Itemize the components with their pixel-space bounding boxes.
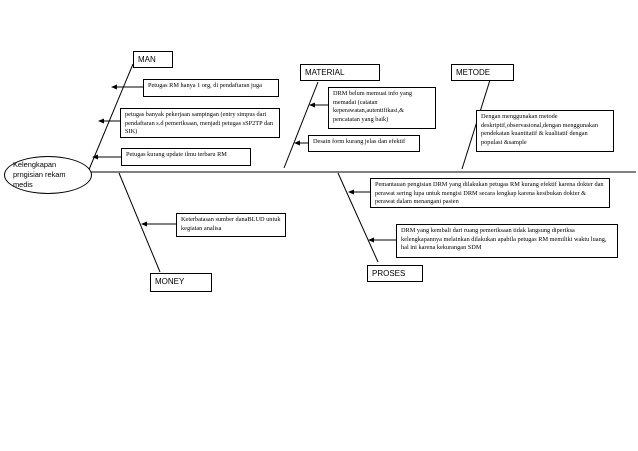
cause-proses-2-text: DRM yang kembali dari ruang pemeriksaan … (401, 227, 607, 252)
category-money-label: MONEY (155, 277, 185, 286)
arrowhead-man-1 (111, 84, 117, 90)
cause-money-1: Keterbatasan sumber danaBLUD untuk kegia… (176, 213, 286, 237)
arrowhead-material-1 (309, 102, 315, 108)
category-metode-label: METODE (456, 68, 491, 77)
effect-label: Kelengkapan prngisian rekam medis (13, 160, 66, 189)
arrowhead-man-3 (92, 154, 98, 160)
bone-material (283, 81, 319, 169)
category-material: MATERIAL (300, 64, 380, 81)
effect-ellipse: Kelengkapan prngisian rekam medis (4, 156, 92, 194)
cause-proses-1: Pemantauan pengisian DRM yang dilakukan … (370, 178, 610, 208)
cause-proses-1-text: Pemantauan pengisian DRM yang dilakukan … (375, 181, 604, 206)
category-metode: METODE (451, 64, 514, 81)
cause-proses-2: DRM yang kembali dari ruang pemeriksaan … (396, 224, 618, 258)
cause-man-1: Petugas RM hanya 1 org, di pendaftaran j… (143, 79, 279, 97)
arrowhead-man-2 (98, 118, 104, 124)
category-proses: PROSES (367, 265, 423, 282)
arrowhead-proses-1 (348, 189, 354, 195)
cause-metode-1-text: Dengan menggunakan metode deskriptif,obs… (481, 113, 598, 146)
cause-material-2-text: Desain form kurang jelas dan efektif (313, 138, 406, 145)
cause-man-1-text: Petugas RM hanya 1 org, di pendaftaran j… (148, 82, 262, 89)
cause-material-1-text: DRM belum memuat info yang memadai (cata… (333, 90, 413, 123)
cause-material-2: Desain form kurang jelas dan efektif (308, 135, 420, 152)
category-man: MAN (133, 51, 173, 68)
category-proses-label: PROSES (372, 269, 406, 278)
arrowhead-proses-2 (368, 237, 374, 243)
cause-man-2: petugas banyak pekerjaan sampingan (entr… (120, 108, 280, 138)
arrowhead-money-1 (141, 221, 147, 227)
category-material-label: MATERIAL (305, 68, 345, 77)
cause-material-1: DRM belum memuat info yang memadai (cata… (328, 87, 436, 129)
bone-man (87, 63, 134, 173)
cause-man-2-text: petugas banyak pekerjaan sampingan (entr… (125, 111, 274, 136)
category-man-label: MAN (138, 55, 156, 64)
arrowhead-material-2 (294, 140, 300, 146)
cause-metode-1: Dengan menggunakan metode deskriptif,obs… (476, 110, 614, 152)
category-money: MONEY (150, 273, 212, 292)
cause-man-3: Petugas kurang update ilmu terbaru RM (121, 148, 251, 166)
cause-money-1-text: Keterbatasan sumber danaBLUD untuk kegia… (181, 216, 281, 232)
bone-proses (337, 172, 379, 263)
cause-man-3-text: Petugas kurang update ilmu terbaru RM (126, 151, 227, 158)
bone-money (118, 172, 161, 273)
